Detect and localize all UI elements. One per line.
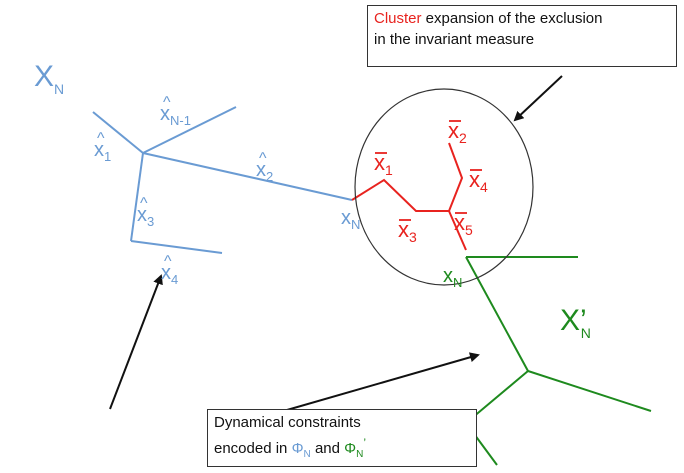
blue-tree-xn (92, 106, 353, 254)
label-x1-bar: x1 (374, 150, 393, 178)
label-xn-1-hat: ^ xN-1 (160, 94, 191, 128)
svg-text:x2: x2 (256, 159, 273, 184)
svg-text:x5: x5 (454, 210, 473, 238)
dynamical-constraints-callout: Dynamical constraints encoded in ΦN and … (207, 409, 477, 467)
label-x4-bar: x4 (469, 167, 488, 195)
red-cluster-tree (351, 142, 467, 251)
label-x4-hat: ^ x4 (161, 253, 178, 287)
callout-line-1-rest: expansion of the exclusion (421, 10, 603, 27)
cluster-circle (354, 88, 534, 286)
constraints-line-1: Dynamical constraints (214, 414, 361, 431)
cluster-expansion-callout: Cluster expansion of the exclusion in th… (367, 5, 677, 67)
label-x5-bar: x5 (454, 210, 473, 238)
svg-text:x3: x3 (137, 204, 154, 229)
svg-text:xN-1: xN-1 (160, 103, 191, 128)
label-xn-green: xN (443, 265, 462, 290)
label-x1-hat: ^ x1 (94, 130, 111, 164)
svg-text:^: ^ (164, 253, 172, 270)
svg-text:x1: x1 (374, 150, 393, 178)
phi-n-blue: ΦN (291, 440, 311, 460)
callout-line-1: Cluster expansion of the exclusion (374, 8, 670, 29)
callout-line-2: in the invariant measure (374, 31, 535, 48)
svg-text:x3: x3 (398, 217, 417, 245)
svg-text:^: ^ (163, 94, 171, 111)
label-xn-blue: xN (341, 207, 360, 232)
label-x3-bar: x3 (398, 217, 417, 245)
constraints-and: and (310, 440, 345, 457)
cluster-highlight-word: Cluster (374, 10, 422, 27)
label-xn: XN (34, 60, 64, 97)
svg-text:x4: x4 (161, 262, 178, 287)
svg-text:x4: x4 (469, 167, 488, 195)
phi-n-prime-green: ΦN’ (344, 436, 367, 460)
arrow-top-box-to-cluster (513, 75, 563, 122)
green-tree-xn-prime (464, 256, 652, 466)
svg-text:x1: x1 (94, 139, 111, 164)
constraints-encoded-in: encoded in (214, 440, 292, 457)
constraints-line-2: encoded in ΦN and ΦN’ (214, 433, 470, 465)
svg-text:^: ^ (97, 130, 105, 147)
label-x2-bar: x2 (448, 118, 467, 146)
svg-text:^: ^ (140, 195, 148, 212)
label-xn-prime: X’N (560, 304, 591, 341)
svg-text:x2: x2 (448, 118, 467, 146)
arrow-box-to-green-tree (279, 352, 480, 413)
label-x2-hat: ^ x2 (256, 150, 273, 184)
svg-text:^: ^ (259, 150, 267, 167)
label-x3-hat: ^ x3 (137, 195, 154, 229)
arrow-box-to-blue-tree (109, 274, 163, 410)
